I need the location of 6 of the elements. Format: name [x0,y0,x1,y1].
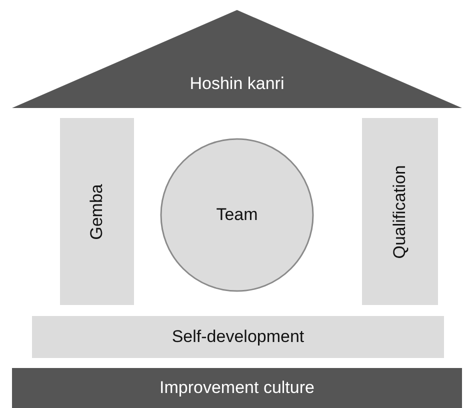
pillar-label: Qualification [390,164,410,258]
pillar-label: Improvement culture [160,378,314,398]
pillar-label: Team [216,205,258,225]
pillar-label: Gemba [87,184,107,240]
pillar-label: Self-development [172,327,304,347]
pillar-label: Hoshin kanri [190,74,284,94]
